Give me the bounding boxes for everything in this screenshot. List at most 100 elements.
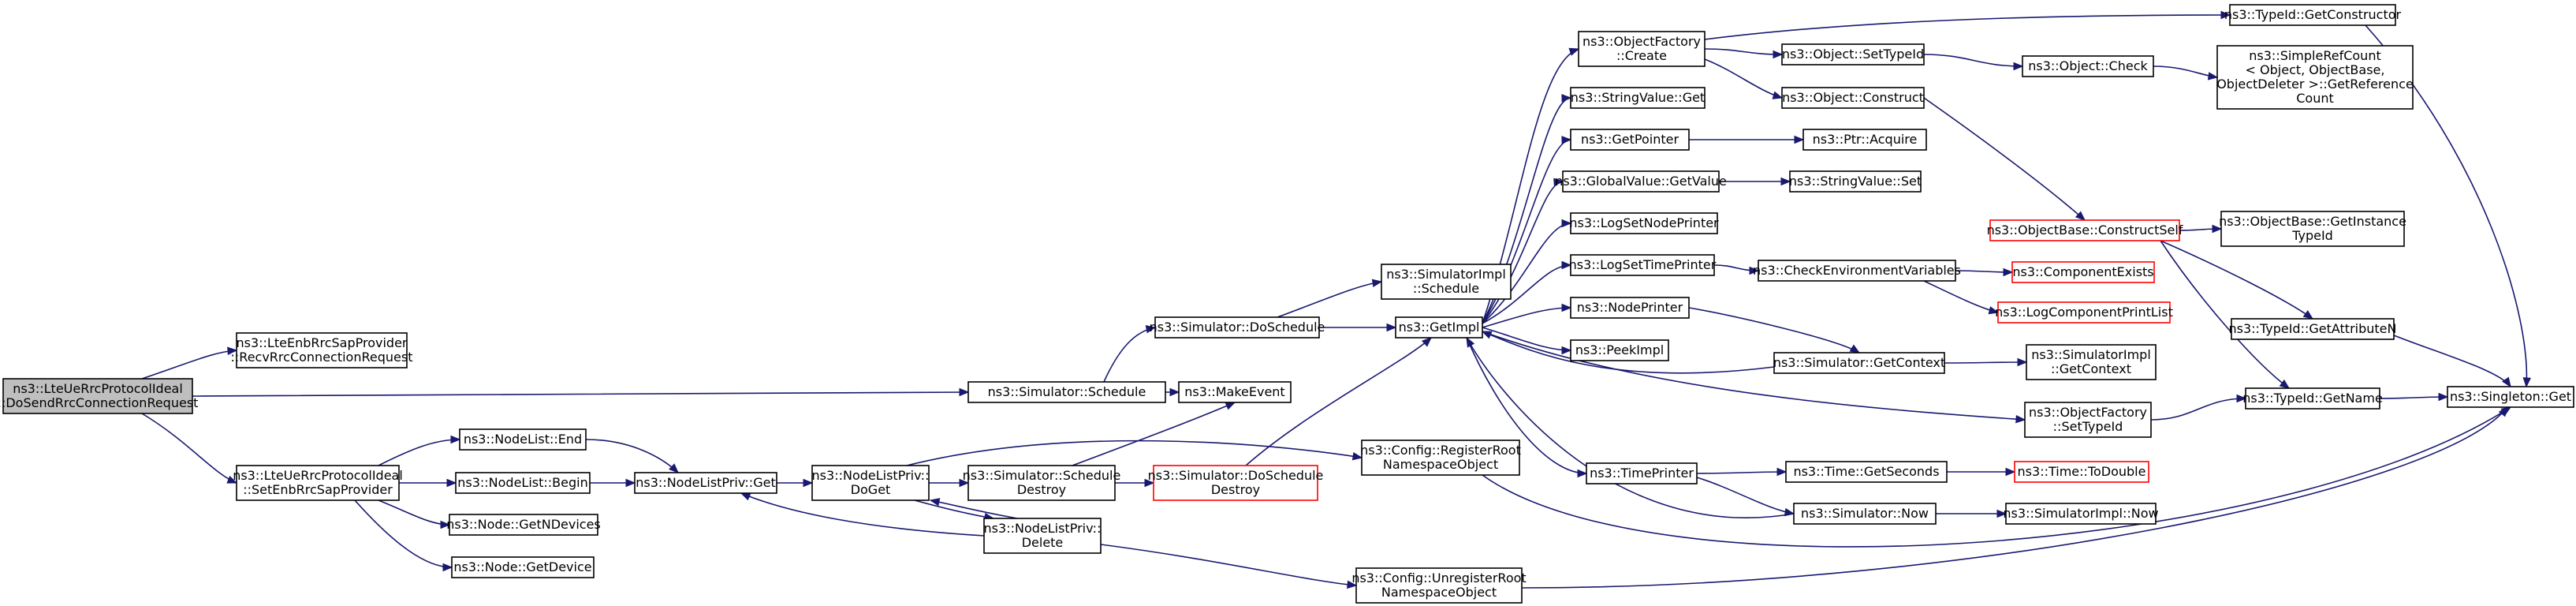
node-label: < Object, ObjectBase, bbox=[2246, 62, 2385, 77]
edge-constructSelf-getAttrN-arrow bbox=[2302, 309, 2314, 320]
node-schedule[interactable]: ns3::Simulator::Schedule bbox=[967, 381, 1166, 403]
node-simpleRef[interactable]: ns3::SimpleRefCount< Object, ObjectBase,… bbox=[2216, 45, 2414, 110]
node-nlEnd[interactable]: ns3::NodeList::End bbox=[459, 428, 587, 451]
node-strSet[interactable]: ns3::StringValue::Set bbox=[1789, 170, 1922, 193]
node-strGet[interactable]: ns3::StringValue::Get bbox=[1570, 87, 1706, 109]
node-nodePrinter[interactable]: ns3::NodePrinter bbox=[1570, 297, 1690, 319]
node-label: ns3::Node::GetDevice bbox=[453, 559, 591, 574]
node-timePrinter[interactable]: ns3::TimePrinter bbox=[1586, 462, 1698, 484]
node-ptrAcquire[interactable]: ns3::Ptr::Acquire bbox=[1802, 129, 1927, 151]
node-box bbox=[2011, 261, 2155, 283]
node-label: ns3::MakeEvent bbox=[1184, 384, 1284, 399]
node-nlBegin[interactable]: ns3::NodeList::Begin bbox=[455, 472, 591, 494]
node-objCheck[interactable]: ns3::Object::Check bbox=[2022, 55, 2154, 77]
node-implNow[interactable]: ns3::SimulatorImpl::Now bbox=[2003, 503, 2159, 525]
node-label: ns3::GetImpl bbox=[1399, 320, 1480, 335]
node-label: ns3::Singleton::Get bbox=[2450, 389, 2571, 404]
node-label: ::Schedule bbox=[1413, 281, 1479, 296]
node-doSchedule[interactable]: ns3::Simulator::DoSchedule bbox=[1150, 316, 1325, 339]
edge-schedule-doSchedule-arrow bbox=[1145, 325, 1157, 334]
node-implSchedule[interactable]: ns3::SimulatorImpl::Schedule bbox=[1381, 264, 1512, 300]
node-singletonGet[interactable]: ns3::Singleton::Get bbox=[2447, 386, 2574, 408]
node-label: ::DoSendRrcConnectionRequest bbox=[0, 395, 198, 410]
node-gvGet[interactable]: ns3::GlobalValue::GetValue bbox=[1555, 170, 1727, 193]
node-box bbox=[1570, 212, 1718, 234]
node-nlpDoGet[interactable]: ns3::NodeListPriv::DoGet bbox=[811, 465, 930, 501]
node-box bbox=[451, 556, 595, 578]
edge-constructSelf-getName bbox=[2160, 240, 2290, 389]
node-label: ns3::PeekImpl bbox=[1575, 342, 1664, 357]
node-box bbox=[1793, 503, 1937, 525]
node-getImpl[interactable]: ns3::GetImpl bbox=[1395, 316, 1483, 339]
node-simGetCtx[interactable]: ns3::Simulator::GetContext bbox=[1773, 352, 1945, 374]
node-label: DoGet bbox=[851, 482, 891, 497]
node-setTypeId[interactable]: ns3::Object::SetTypeId bbox=[1781, 43, 1925, 65]
edge-schedDestroy-makeEvent bbox=[1072, 402, 1236, 466]
edge-logTime-checkEnv-arrow bbox=[1749, 266, 1760, 275]
node-checkEnv[interactable]: ns3::CheckEnvironmentVariables bbox=[1753, 260, 1961, 282]
node-label: ns3::LogComponentPrintList bbox=[1995, 305, 2173, 320]
edge-getImpl-logNode-arrow bbox=[1561, 219, 1572, 228]
edge-simNow-getImpl bbox=[1466, 337, 1795, 518]
node-label: ns3::GetPointer bbox=[1581, 132, 1679, 147]
node-constructSelf[interactable]: ns3::ObjectBase::ConstructSelf bbox=[1987, 219, 2183, 241]
node-construct[interactable]: ns3::Object::Construct bbox=[1781, 87, 1925, 109]
edge-getImpl-peekImpl-arrow bbox=[1561, 346, 1572, 355]
node-ofCreate[interactable]: ns3::ObjectFactory::Create bbox=[1578, 31, 1706, 67]
node-implGetCtx[interactable]: ns3::SimulatorImpl::GetContext bbox=[2026, 344, 2157, 380]
node-nodeGetDev[interactable]: ns3::Node::GetDevice bbox=[451, 556, 595, 578]
node-simNow[interactable]: ns3::Simulator::Now bbox=[1793, 503, 1937, 525]
node-box bbox=[967, 465, 1116, 501]
edge-nodePrinter-simGetCtx bbox=[1688, 307, 1860, 354]
node-compExists[interactable]: ns3::ComponentExists bbox=[2011, 261, 2155, 283]
node-box bbox=[1789, 170, 1922, 193]
edge-setTypeId-objCheck bbox=[1923, 54, 2023, 67]
node-label: ns3::Simulator::GetContext bbox=[1773, 355, 1945, 370]
node-box bbox=[2229, 4, 2396, 26]
node-recvRrc[interactable]: ns3::LteEnbRrcSapProvider::RecvRrcConnec… bbox=[231, 332, 413, 368]
node-setEnbRrc[interactable]: ns3::LteUeRrcProtocolIdeal::SetEnbRrcSap… bbox=[233, 465, 403, 501]
node-label: ::Create bbox=[1616, 48, 1667, 63]
edge-getName-singleton bbox=[2379, 396, 2448, 399]
edge-getImpl-ofSetTypeId bbox=[1482, 331, 2026, 421]
edge-nlpDoGet-regRoot bbox=[906, 440, 1363, 466]
node-getAttrN[interactable]: ns3::TypeId::GetAttributeN bbox=[2229, 318, 2397, 340]
node-nlpGet[interactable]: ns3::NodeListPriv::Get bbox=[634, 472, 777, 494]
node-box bbox=[2014, 461, 2149, 483]
node-label: ns3::StringValue::Set bbox=[1789, 174, 1922, 189]
edge-timePrinter-simNow-arrow bbox=[1784, 507, 1795, 517]
node-nodeGetN[interactable]: ns3::Node::GetNDevices bbox=[446, 514, 601, 536]
edge-doSchedule-getImpl-arrow bbox=[1386, 323, 1397, 332]
node-root[interactable]: ns3::LteUeRrcProtocolIdeal::DoSendRrcCon… bbox=[0, 378, 198, 414]
node-logCompPrint[interactable]: ns3::LogComponentPrintList bbox=[1995, 301, 2173, 324]
node-label: ::RecvRrcConnectionRequest bbox=[231, 350, 413, 365]
node-unregRoot[interactable]: ns3::Config::UnregisterRootNamespaceObje… bbox=[1351, 567, 1527, 604]
node-timeGetSec[interactable]: ns3::Time::GetSeconds bbox=[1785, 461, 1948, 483]
node-logTime[interactable]: ns3::LogSetTimePrinter bbox=[1569, 254, 1717, 276]
node-logNode[interactable]: ns3::LogSetNodePrinter bbox=[1569, 212, 1719, 234]
node-box bbox=[1997, 301, 2171, 324]
edge-nlpDelete-nlpGet bbox=[740, 492, 985, 537]
edge-construct-constructSelf-arrow bbox=[2075, 211, 2086, 221]
node-box bbox=[449, 514, 598, 536]
edge-ofCreate-getCtor-arrow bbox=[2220, 10, 2231, 20]
edge-getImpl-strGet-arrow bbox=[1561, 94, 1572, 103]
node-ofSetTypeId[interactable]: ns3::ObjectFactory::SetTypeId bbox=[2024, 402, 2152, 438]
edge-nlpDoGet-regRoot-arrow bbox=[1351, 452, 1363, 461]
edge-schedule-makeEvent-arrow bbox=[1169, 387, 1180, 397]
node-box bbox=[1153, 465, 1318, 501]
node-getName[interactable]: ns3::TypeId::GetName bbox=[2242, 387, 2383, 410]
node-nlpDelete[interactable]: ns3::NodeListPriv::Delete bbox=[983, 518, 1102, 554]
node-toDouble[interactable]: ns3::Time::ToDouble bbox=[2014, 461, 2149, 483]
node-peekImpl[interactable]: ns3::PeekImpl bbox=[1570, 339, 1669, 361]
edge-simGetCtx-implGetCtx-arrow bbox=[2017, 357, 2028, 367]
node-getCtor[interactable]: ns3::TypeId::GetConstructor bbox=[2224, 4, 2402, 26]
node-label: ns3::Time::GetSeconds bbox=[1793, 464, 1939, 479]
node-getPointer[interactable]: ns3::GetPointer bbox=[1570, 129, 1690, 151]
edge-nlpDelete-unregRoot-arrow bbox=[1347, 580, 1358, 589]
node-makeEvent[interactable]: ns3::MakeEvent bbox=[1178, 381, 1292, 403]
